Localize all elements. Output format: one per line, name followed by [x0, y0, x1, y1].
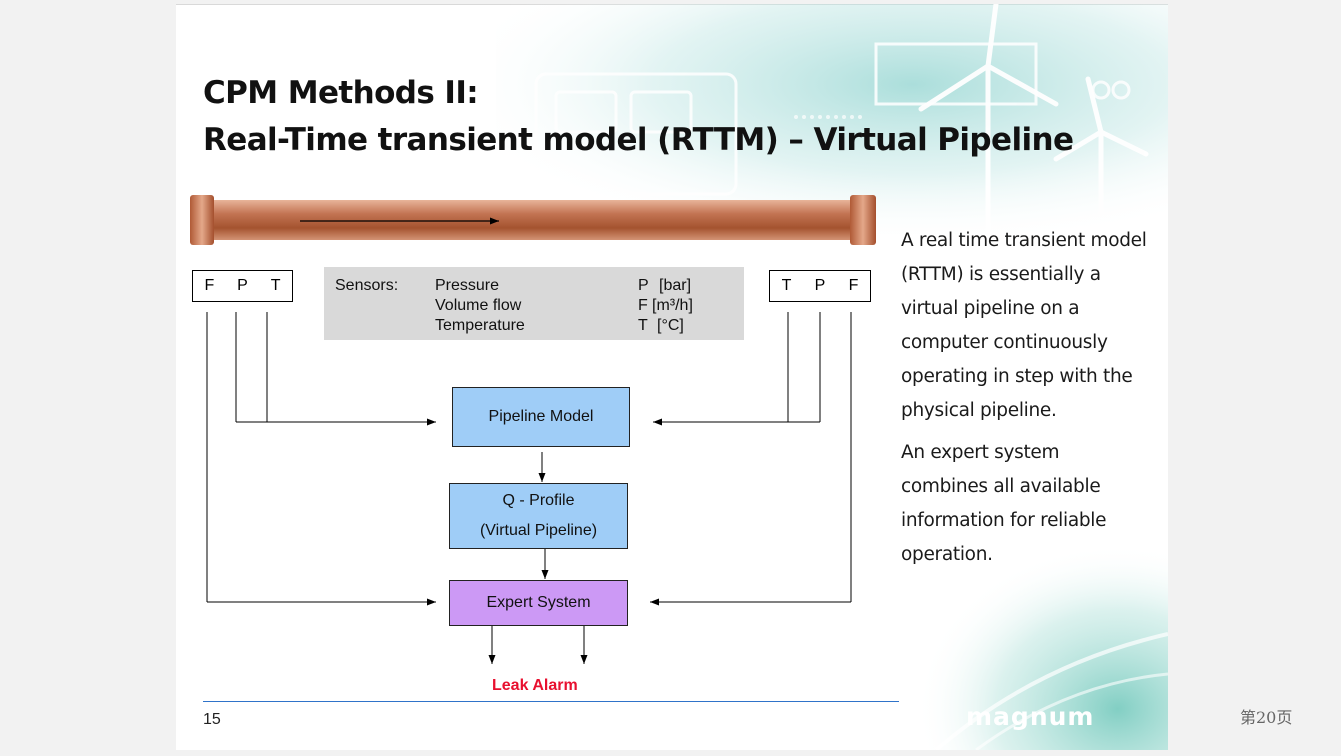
legend-symbol: T [638, 317, 648, 334]
footer-divider [203, 701, 899, 702]
corner-decoration [916, 544, 1168, 750]
pipeline-model-block: Pipeline Model [452, 387, 630, 447]
leak-alarm-label: Leak Alarm [492, 677, 578, 694]
sensor-box-right: T P F [769, 270, 871, 302]
sensor-box-left: F P T [192, 270, 293, 302]
sensor-label: P [814, 277, 826, 294]
sensor-label: F [204, 277, 215, 294]
wind-turbine-icon [918, 4, 1149, 234]
sensors-legend: Sensors: Pressure P [bar] Volume flow F … [324, 267, 744, 340]
legend-unit: [m³/h] [652, 297, 693, 314]
legend-unit: [°C] [657, 317, 684, 334]
sensor-label: F [848, 277, 859, 294]
body-paragraph: An expert system combines all available … [901, 442, 1107, 565]
title-line-2: Real-Time transient model (RTTM) – Virtu… [203, 122, 1074, 158]
sensors-heading: Sensors: [335, 277, 399, 294]
sensor-label: P [237, 277, 248, 294]
pipeline-model-label: Pipeline Model [488, 408, 594, 425]
legend-unit: [bar] [659, 277, 692, 294]
pipeline-icon [190, 195, 876, 245]
sensor-label: T [270, 277, 281, 294]
expert-system-label: Expert System [486, 594, 591, 611]
background-decoration [496, 4, 1168, 234]
slide: CPM Methods II: Real-Time transient mode… [176, 4, 1168, 750]
expert-system-block: Expert System [449, 580, 628, 626]
q-profile-block: Q - Profile (Virtual Pipeline) [449, 483, 628, 549]
q-profile-sublabel: (Virtual Pipeline) [479, 522, 598, 539]
legend-symbol: P [638, 277, 649, 294]
diagram-lines [190, 195, 876, 664]
legend-symbol: F [638, 297, 648, 314]
q-profile-label: Q - Profile [502, 492, 575, 509]
body-paragraph: A real time transient model (RTTM) is es… [901, 230, 1147, 421]
rttm-diagram: F P T T P F Sensors: Pressure P [bar] Vo… [190, 190, 880, 700]
legend-name: Volume flow [435, 297, 522, 314]
viewer-page-indicator: 第20页 [1240, 708, 1293, 727]
magnum-logo: magnum [966, 702, 1095, 731]
legend-name: Pressure [435, 277, 500, 294]
sensor-label: T [781, 277, 792, 294]
slide-title: CPM Methods II: Real-Time transient mode… [203, 70, 1074, 164]
slide-number: 15 [203, 711, 221, 728]
legend-name: Temperature [435, 317, 525, 334]
title-line-1: CPM Methods II: [203, 75, 479, 111]
body-text: A real time transient model (RTTM) is es… [901, 224, 1151, 580]
